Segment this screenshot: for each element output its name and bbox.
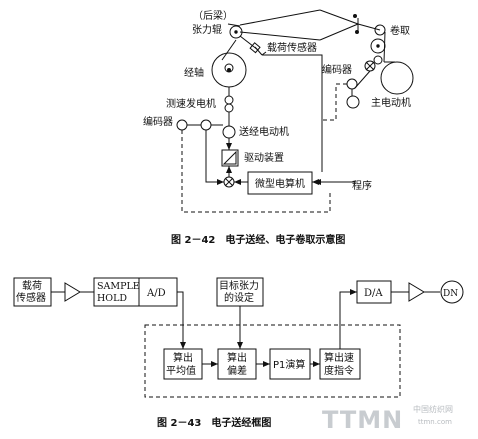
load-sensor-line1: 载荷 bbox=[22, 280, 42, 292]
yarn-path bbox=[221, 9, 381, 61]
label-pi: P1演算 bbox=[273, 358, 305, 371]
target-line1: 目标张力 bbox=[219, 279, 259, 292]
watermark-url: ttmn.com bbox=[418, 418, 452, 426]
takeup-roller-3 bbox=[373, 55, 383, 65]
label-program: 程序 bbox=[352, 179, 372, 192]
load-sensor-line2: 传感器 bbox=[16, 291, 46, 304]
label-da: D/A bbox=[364, 288, 383, 299]
label-warp-beam: 经轴 bbox=[184, 66, 204, 79]
label-tension-roller: 张力辊 bbox=[192, 23, 222, 36]
dn-circle bbox=[440, 280, 464, 304]
encoder-mid-symbol bbox=[200, 119, 212, 131]
amp-1 bbox=[64, 282, 81, 302]
label-rear-beam: （后梁） bbox=[193, 9, 233, 22]
caption-fig43: 图 2－43 电子送经框图 bbox=[157, 416, 271, 429]
label-tacho: 测速发电机 bbox=[166, 97, 216, 110]
label-takeup: 卷取 bbox=[390, 24, 410, 37]
label-ad: A/D bbox=[146, 288, 166, 299]
label-calc-avg: 算出 平均值 bbox=[166, 351, 196, 377]
label-calc-speed: 算出速 度指令 bbox=[324, 351, 357, 377]
watermark-logo: TTMN bbox=[322, 406, 403, 434]
main-motor bbox=[346, 95, 360, 109]
label-calc-dev: 算出 偏差 bbox=[227, 351, 250, 377]
sample-line: SAMPLE bbox=[97, 281, 140, 292]
calc-dev-line1: 算出 bbox=[227, 351, 247, 364]
calc-dev-line2: 偏差 bbox=[227, 364, 247, 377]
label-main-motor: 主电动机 bbox=[371, 96, 411, 109]
fig42-diagram bbox=[176, 9, 414, 213]
label-letoff-motor: 送经电动机 bbox=[239, 125, 289, 138]
cloth-roll bbox=[380, 61, 414, 95]
load-sensor-element bbox=[239, 35, 267, 56]
caption-fig42: 图 2－42 电子送经、电子卷取示意图 bbox=[171, 233, 345, 246]
amp-2 bbox=[408, 282, 425, 302]
label-encoder-right: 编码器 bbox=[322, 63, 352, 76]
takeup-roller-1 bbox=[374, 24, 386, 36]
dashed-region bbox=[144, 324, 401, 398]
fig43-diagram bbox=[13, 277, 464, 398]
tension-roller bbox=[229, 25, 243, 39]
calc-speed-line2: 度指令 bbox=[324, 364, 354, 377]
letoff-motor bbox=[222, 125, 236, 139]
label-target-tension: 目标张力 的设定 bbox=[219, 279, 262, 304]
calc-avg-line1: 算出 bbox=[173, 351, 193, 364]
label-encoder-left: 编码器 bbox=[143, 115, 173, 128]
tacho-generator bbox=[224, 95, 234, 105]
label-microcomputer: 微型电算机 bbox=[255, 177, 305, 190]
encoder-left-symbol bbox=[176, 119, 188, 131]
watermark-cn: 中国纺织网 bbox=[413, 404, 453, 414]
label-dn: DN bbox=[443, 289, 458, 299]
label-sample-hold: SAMPLE HOLD bbox=[97, 281, 143, 304]
calc-avg-line2: 平均值 bbox=[166, 364, 196, 377]
label-load-sensor: 载荷传感器 bbox=[267, 41, 317, 54]
label-drive: 驱动装置 bbox=[244, 151, 284, 164]
label-box-load-sensor: 载荷 传感器 bbox=[16, 280, 46, 304]
target-line2: 的设定 bbox=[224, 291, 254, 304]
calc-speed-line1: 算出速 bbox=[324, 351, 354, 364]
hold-line: HOLD bbox=[97, 293, 127, 304]
